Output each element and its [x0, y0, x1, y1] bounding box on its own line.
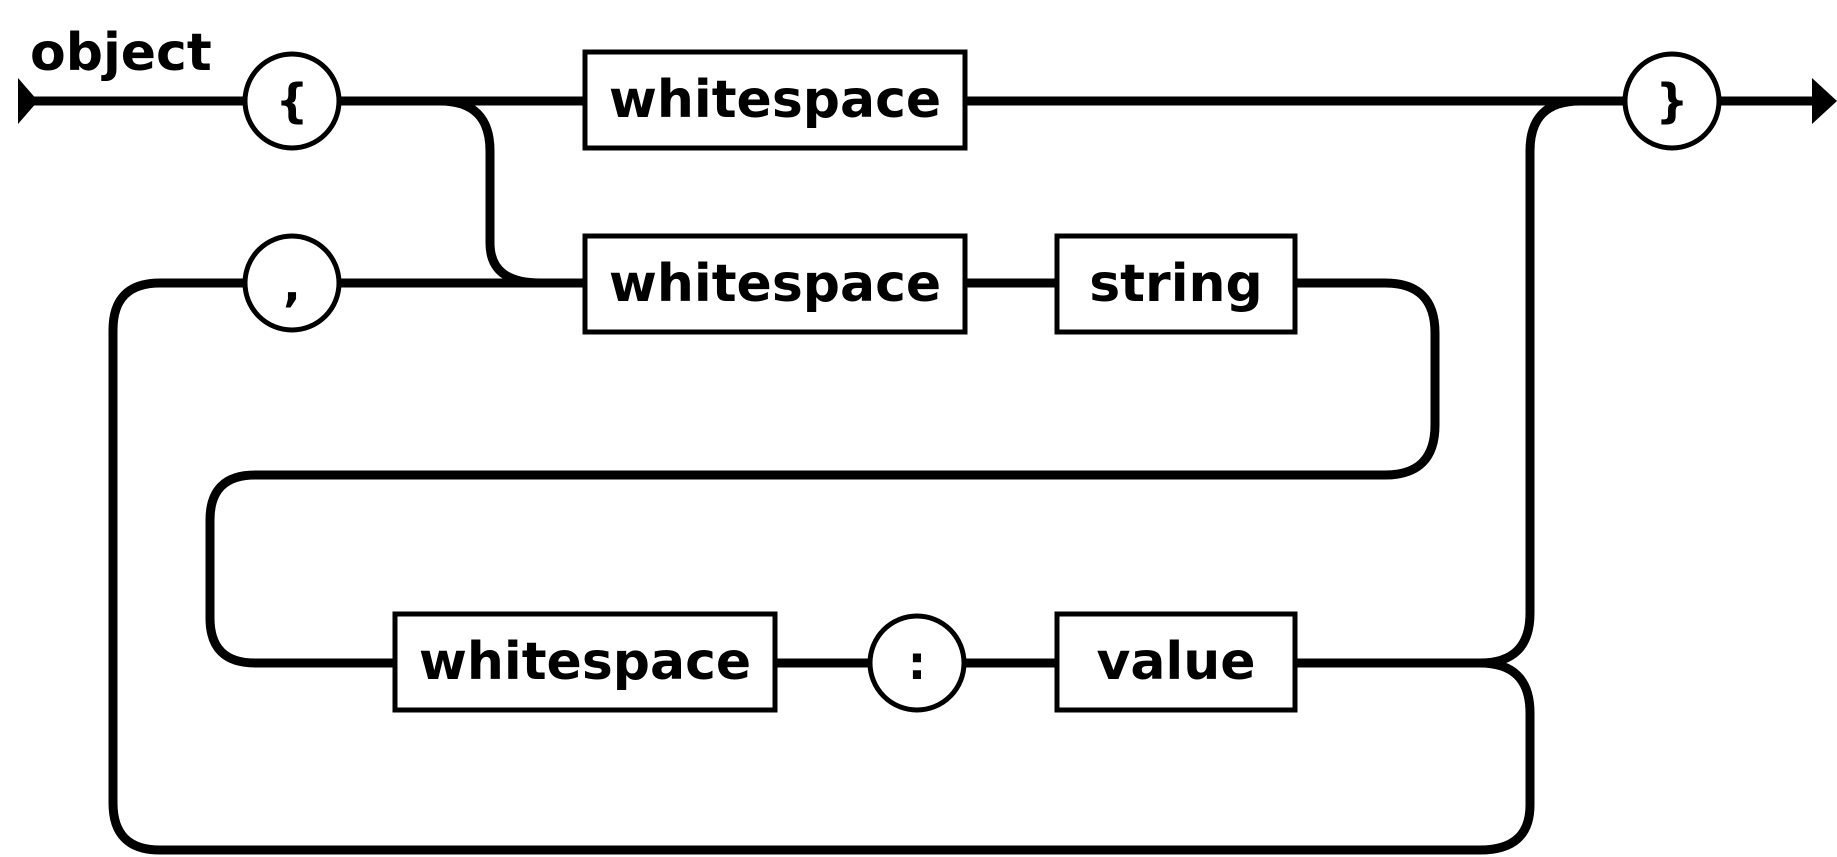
- open-brace-label: {: [276, 74, 309, 128]
- comma-loop-track: [108, 278, 1535, 855]
- whitespace-key-label: whitespace: [609, 254, 941, 314]
- string-wrap-track: [205, 278, 1440, 668]
- nonterminal-string: string: [1054, 233, 1298, 335]
- terminal-open-brace: {: [242, 51, 342, 151]
- diagram-title: object: [30, 23, 212, 83]
- nonterminal-whitespace-before-colon: whitespace: [392, 611, 778, 713]
- nonterminal-whitespace-empty: whitespace: [582, 49, 968, 151]
- terminal-colon: :: [867, 613, 967, 713]
- value-label: value: [1096, 632, 1255, 692]
- whitespace-before-colon-label: whitespace: [419, 632, 751, 692]
- close-brace-circle: [1622, 51, 1722, 151]
- track-lines: [25, 96, 1815, 855]
- colon-circle: [867, 613, 967, 713]
- whitespace-empty-box: [582, 49, 968, 151]
- string-box: [1054, 233, 1298, 335]
- close-brace-label: }: [1656, 74, 1689, 128]
- value-exit-track: [1295, 96, 1625, 668]
- key-branch-track: [439, 96, 590, 288]
- nonterminal-whitespace-key: whitespace: [582, 233, 968, 335]
- whitespace-before-colon-box: [392, 611, 778, 713]
- terminal-comma: ,: [242, 233, 342, 333]
- whitespace-empty-label: whitespace: [609, 70, 941, 130]
- string-label: string: [1089, 254, 1263, 314]
- start-arrow-icon: [18, 78, 38, 124]
- nonterminal-value: value: [1054, 611, 1298, 713]
- whitespace-key-box: [582, 233, 968, 335]
- colon-label: :: [908, 636, 926, 690]
- end-arrow-icon: [1812, 78, 1837, 124]
- comma-circle: [242, 233, 342, 333]
- value-box: [1054, 611, 1298, 713]
- terminal-close-brace: }: [1622, 51, 1722, 151]
- open-brace-circle: [242, 51, 342, 151]
- comma-label: ,: [283, 258, 300, 312]
